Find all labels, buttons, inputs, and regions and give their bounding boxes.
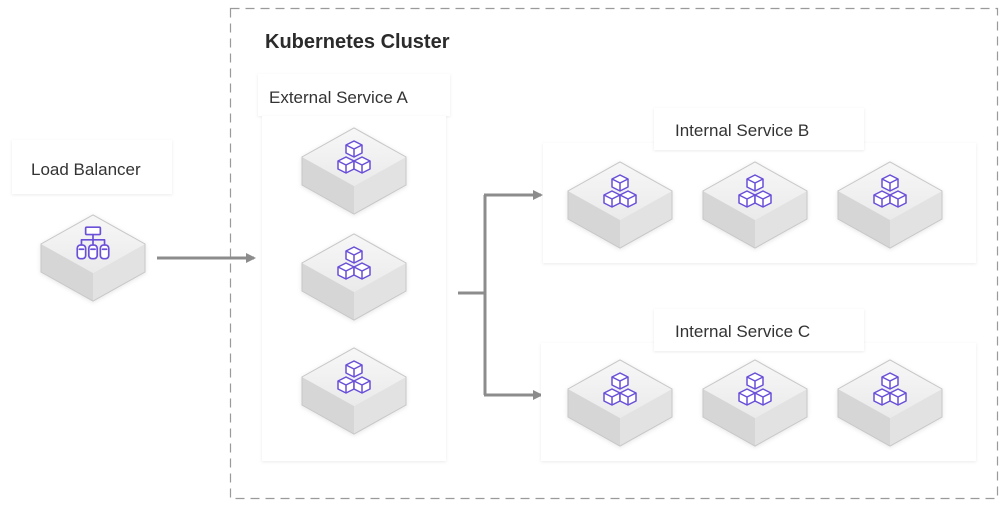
load-balancer-label-box [12,140,172,194]
internal-service-b-label: Internal Service B [675,121,809,140]
external-service-label: External Service A [269,88,409,107]
cluster-boundary [229,7,999,500]
load-balancer: Load Balancer [12,140,172,302]
load-balancer-node [40,214,146,302]
external-service-a: External Service A [258,74,450,461]
cluster-title: Kubernetes Cluster [265,31,450,53]
connector-external-to-internal [458,190,543,400]
internal-service-c-label: Internal Service C [675,322,810,341]
external-service-label-box [258,74,450,116]
internal-service-b: Internal Service B [543,108,976,263]
internal-service-c-label-box [654,309,864,351]
internal-service-b-label-box [654,108,864,150]
load-balancer-label: Load Balancer [31,160,141,179]
internal-service-c: Internal Service C [541,309,976,461]
